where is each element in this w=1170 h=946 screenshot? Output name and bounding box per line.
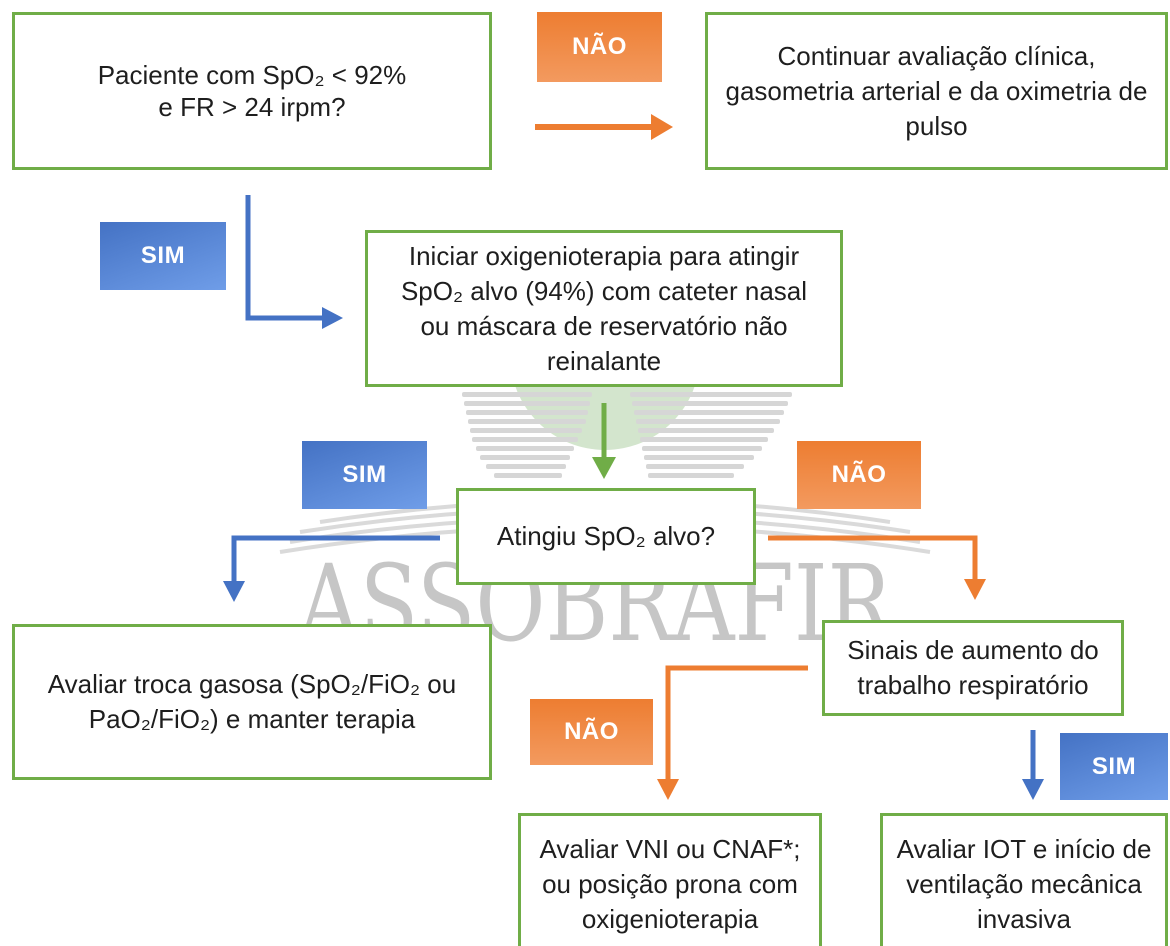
node-text-line: reinalante xyxy=(546,345,662,376)
node-initial-question: Paciente com SpO₂ < 92% e FR > 24 irpm? xyxy=(12,12,492,170)
node-text-line: Avaliar troca gasosa (SpO₂/FiO₂ ou xyxy=(47,669,457,699)
node-text-line: ou posição prona com xyxy=(542,869,798,899)
node-text-line: Sinais de aumento do xyxy=(847,635,1099,665)
node-text-line: e FR > 24 irpm? xyxy=(158,92,346,122)
node-text-line: Avaliar IOT e início de xyxy=(896,834,1152,864)
node-continue-evaluation: Continuar avaliação clínica, gasometria … xyxy=(705,12,1168,170)
yes-label: SIM xyxy=(302,441,427,509)
node-text-line: trabalho respiratório xyxy=(857,670,1089,700)
node-text-line: invasiva xyxy=(977,904,1071,934)
node-target-reached-question: Atingiu SpO₂ alvo? xyxy=(456,488,756,585)
arrowhead xyxy=(657,779,679,800)
no-label: NÃO xyxy=(537,12,662,82)
arrow-line xyxy=(245,195,326,321)
node-text-line: pulso xyxy=(905,110,968,141)
no-label: NÃO xyxy=(530,699,653,765)
node-text-line: gasometria arterial e da oximetria de xyxy=(725,75,1148,106)
arrow-first-no xyxy=(535,114,673,140)
arrow-target-no xyxy=(768,535,986,600)
arrow-target-yes xyxy=(223,535,440,602)
node-text-line: oxigenioterapia xyxy=(581,904,759,934)
node-text-line: Paciente com SpO₂ < 92% xyxy=(97,60,407,90)
arrowhead xyxy=(592,457,616,479)
watermark-stripes-right xyxy=(630,392,792,478)
yes-label: SIM xyxy=(100,222,226,290)
arrowhead xyxy=(651,114,673,140)
arrow-line xyxy=(231,535,440,585)
node-assess-niv: Avaliar VNI ou CNAF*; ou posição prona c… xyxy=(518,813,822,946)
node-text-line: Continuar avaliação clínica, xyxy=(777,40,1096,71)
node-assess-gas-exchange: Avaliar troca gasosa (SpO₂/FiO₂ ou PaO₂/… xyxy=(12,624,492,780)
arrowhead xyxy=(322,307,343,329)
arrow-work-no xyxy=(657,665,808,800)
arrowhead xyxy=(1022,779,1044,800)
node-start-oxygen-therapy: Iniciar oxigenioterapia para atingir SpO… xyxy=(365,230,843,387)
no-label: NÃO xyxy=(797,441,921,509)
node-assess-iot: Avaliar IOT e início de ventilação mecân… xyxy=(880,813,1168,946)
arrow-line xyxy=(665,665,808,783)
arrowhead xyxy=(964,579,986,600)
node-text-line: SpO₂ alvo (94%) com cateter nasal xyxy=(400,275,808,306)
arrowhead xyxy=(223,581,245,602)
arrow-oxygen-to-target xyxy=(592,403,616,479)
node-text-line: ou máscara de reservatório não xyxy=(420,310,788,341)
node-text-line: Avaliar VNI ou CNAF*; xyxy=(539,834,801,864)
node-text-line: Atingiu SpO₂ alvo? xyxy=(496,521,716,551)
yes-label: SIM xyxy=(1060,733,1168,800)
arrow-line xyxy=(768,535,978,583)
node-text-line: ventilação mecânica xyxy=(906,869,1142,899)
arrow-first-yes xyxy=(245,195,343,329)
watermark-stripes-left xyxy=(462,392,592,478)
node-text-line: PaO₂/FiO₂) e manter terapia xyxy=(88,704,416,734)
node-work-of-breathing: Sinais de aumento do trabalho respiratór… xyxy=(822,620,1124,716)
arrow-work-yes xyxy=(1022,730,1044,800)
node-text-line: Iniciar oxigenioterapia para atingir xyxy=(408,240,800,271)
